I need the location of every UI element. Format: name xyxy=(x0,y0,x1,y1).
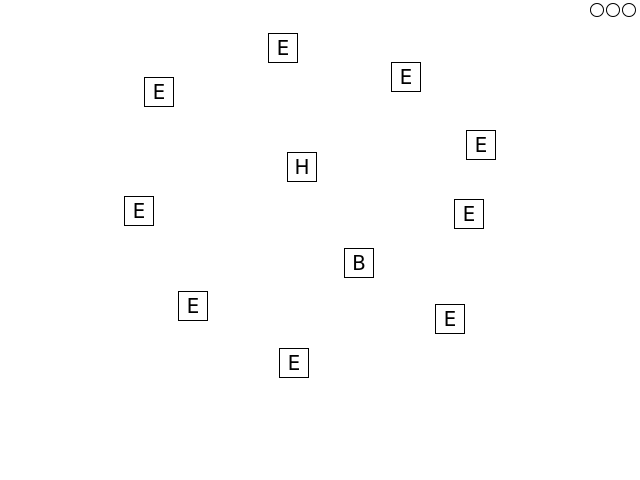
life-circle-icon xyxy=(606,3,620,17)
tile-e[interactable]: E xyxy=(466,130,496,160)
tile-e[interactable]: E xyxy=(144,77,174,107)
tile-h[interactable]: H xyxy=(287,152,317,182)
tile-e[interactable]: E xyxy=(435,304,465,334)
life-circle-icon xyxy=(622,3,636,17)
tile-e[interactable]: E xyxy=(279,348,309,378)
tile-b[interactable]: B xyxy=(344,248,374,278)
tile-e[interactable]: E xyxy=(454,199,484,229)
tile-e[interactable]: E xyxy=(124,196,154,226)
life-circle-icon xyxy=(590,3,604,17)
tile-e[interactable]: E xyxy=(391,62,421,92)
lives-indicator xyxy=(590,3,636,17)
tile-e[interactable]: E xyxy=(178,291,208,321)
tile-e[interactable]: E xyxy=(268,33,298,63)
